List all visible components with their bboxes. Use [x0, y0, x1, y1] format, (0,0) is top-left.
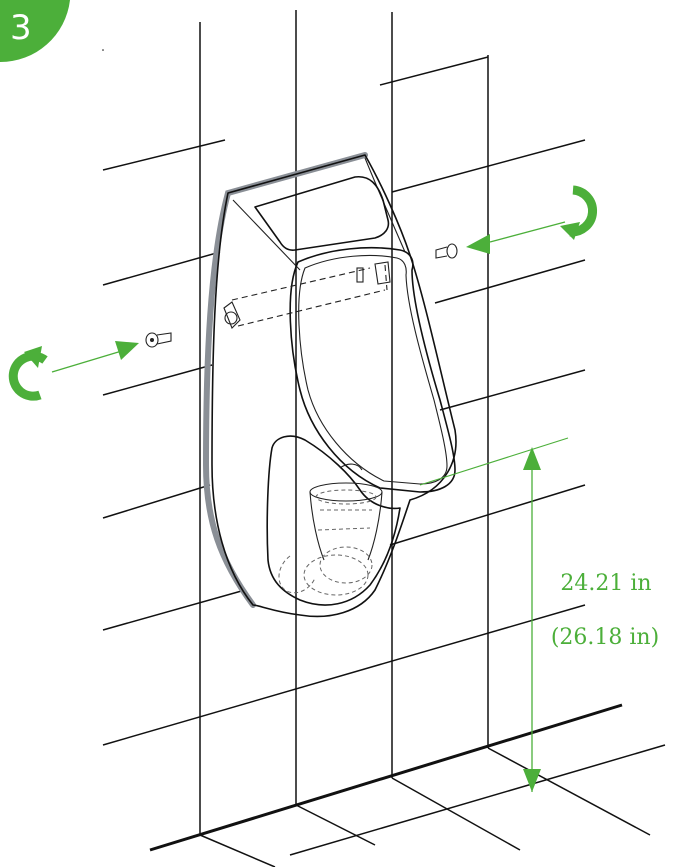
- right-bolt-assembly: [435, 185, 597, 259]
- right-arrow-head: [466, 234, 490, 254]
- rotate-cw-icon: [8, 346, 48, 401]
- floor: [149, 703, 666, 867]
- step-badge: 3: [0, 0, 70, 63]
- urinal: [202, 152, 457, 618]
- rotate-ccw-icon: [560, 185, 597, 240]
- bolt-right: [435, 243, 458, 259]
- step-number: 3: [10, 8, 32, 48]
- bolt-left: [145, 332, 172, 348]
- dimension-primary: 24.21 in: [560, 571, 651, 596]
- dimension-secondary: (26.18 in): [551, 625, 659, 650]
- wall-tiles: [102, 10, 586, 835]
- speck: [102, 49, 104, 51]
- drain-trap: [278, 463, 383, 596]
- left-arrow-head: [115, 341, 139, 360]
- left-guide-line: [51, 349, 126, 373]
- left-bolt-assembly: [8, 332, 172, 401]
- height-dimension: 24.21 in (26.18 in): [419, 437, 659, 792]
- mounting-bracket-left: [223, 301, 241, 329]
- right-guide-line: [489, 221, 566, 243]
